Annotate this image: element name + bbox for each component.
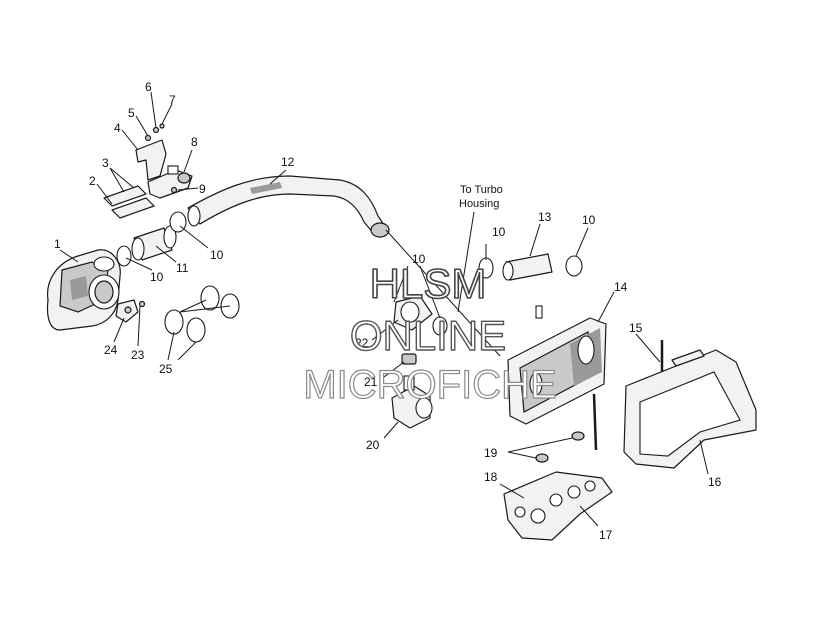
callout-10-hose-left: 10 [492, 225, 506, 239]
callout-2: 2 [89, 174, 96, 188]
callout-14: 14 [614, 280, 628, 294]
callout-16: 16 [708, 475, 722, 489]
watermark-line-2: ONLINE [350, 312, 506, 359]
watermark-line-1: HLSM [370, 260, 487, 307]
watermark: HLSM ONLINE MICROFICHE [303, 259, 558, 407]
callout-4: 4 [114, 121, 121, 135]
part-intake-tube [187, 175, 390, 238]
part-skid-plate [503, 471, 613, 541]
part-turbo-housing [46, 249, 121, 331]
callout-12: 12 [281, 155, 295, 169]
note-line-2: Housing [459, 198, 499, 210]
note-to-turbo-housing: To Turbo Housing [459, 184, 503, 210]
part-spacers [103, 185, 155, 219]
part-intercooler [507, 305, 607, 425]
leader-lines [59, 91, 709, 527]
callout-22: 22 [355, 336, 369, 350]
callout-18: 18 [484, 470, 498, 484]
part-short-hose [478, 253, 583, 281]
callout-5: 5 [128, 106, 135, 120]
part-bracket-small [115, 299, 146, 323]
part-elbow-outlet [391, 295, 448, 429]
callout-10-middle: 10 [412, 252, 426, 266]
callout-1: 1 [54, 237, 61, 251]
watermark-line-3: MICROFICHE [303, 363, 556, 407]
callout-24: 24 [104, 343, 118, 357]
callout-13: 13 [538, 210, 552, 224]
callout-10-left-upper: 10 [210, 248, 224, 262]
part-clamps-lower [164, 285, 240, 343]
callout-11: 11 [176, 261, 189, 275]
callout-7: 7 [169, 93, 176, 107]
part-grommets [535, 431, 585, 463]
callouts: 1 2 3 4 5 6 7 8 9 10 10 11 12 10 10 13 1… [54, 80, 722, 542]
part-mount-bracket [135, 139, 167, 181]
callout-10-hose-right: 10 [582, 213, 596, 227]
callout-3: 3 [102, 156, 109, 170]
callout-9: 9 [199, 182, 206, 196]
callout-6: 6 [145, 80, 152, 94]
callout-20: 20 [366, 438, 380, 452]
part-shroud [623, 349, 757, 469]
callout-17: 17 [599, 528, 613, 542]
callout-19: 19 [484, 446, 498, 460]
part-fasteners [144, 123, 178, 194]
callout-23: 23 [131, 348, 145, 362]
part-coupler-left [116, 211, 187, 267]
callout-25: 25 [159, 362, 173, 376]
callout-21: 21 [364, 375, 378, 389]
note-line-1: To Turbo [460, 184, 503, 196]
callout-15: 15 [629, 321, 643, 335]
callout-10-left-lower: 10 [150, 270, 164, 284]
part-bypass-valve [147, 165, 193, 199]
callout-8: 8 [191, 135, 198, 149]
